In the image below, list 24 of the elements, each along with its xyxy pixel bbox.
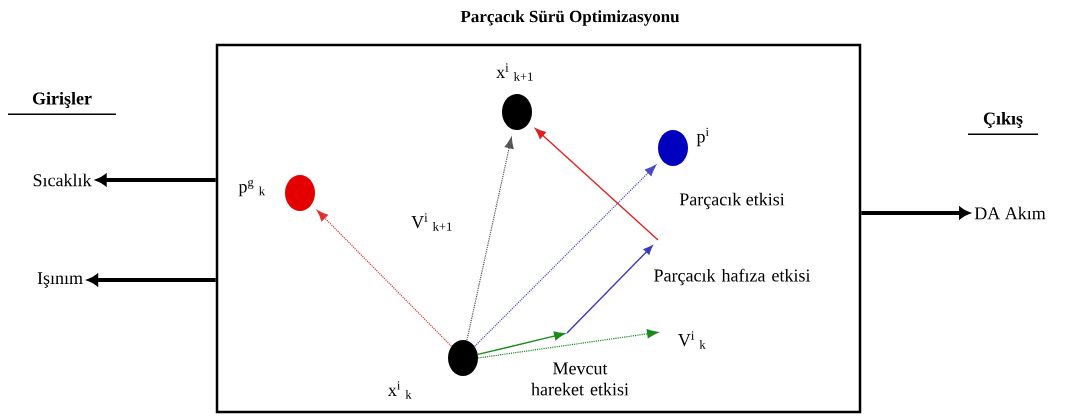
annotation-text: Parçacık hafıza etkisi [654, 268, 811, 286]
arrow [466, 137, 514, 341]
annotation-text: Mevcut hareket etkisi [531, 362, 629, 396]
arrow [477, 329, 659, 359]
edge-label: V$^{i}$ k+1 [410, 212, 454, 232]
arrow [861, 207, 970, 219]
signal-label: Işınım [37, 272, 83, 288]
section-heading: Çıkış [967, 111, 1039, 136]
position-label: p$^{g}$ k [238, 179, 266, 197]
arrow [477, 331, 565, 356]
arrow [96, 174, 216, 186]
arrow [474, 165, 656, 347]
annotation-text: V$^{i}$ k [678, 331, 706, 349]
arrow [87, 274, 216, 286]
position-label: x$^{i}$ k+1 [496, 63, 533, 81]
section-heading: Girişler [7, 91, 117, 116]
title: Parçacık Sürü Optimizasyonu [460, 10, 680, 26]
signal-label: DA Akım [974, 206, 1046, 220]
position-label: x$^{i}$ k [388, 381, 412, 399]
annotation-text: Parçacık etkisi [679, 192, 785, 210]
arrow [316, 210, 452, 347]
signal-label: Sıcaklık [33, 173, 92, 187]
position-label: p$^{i}$ [696, 127, 709, 147]
arrow [534, 128, 659, 241]
